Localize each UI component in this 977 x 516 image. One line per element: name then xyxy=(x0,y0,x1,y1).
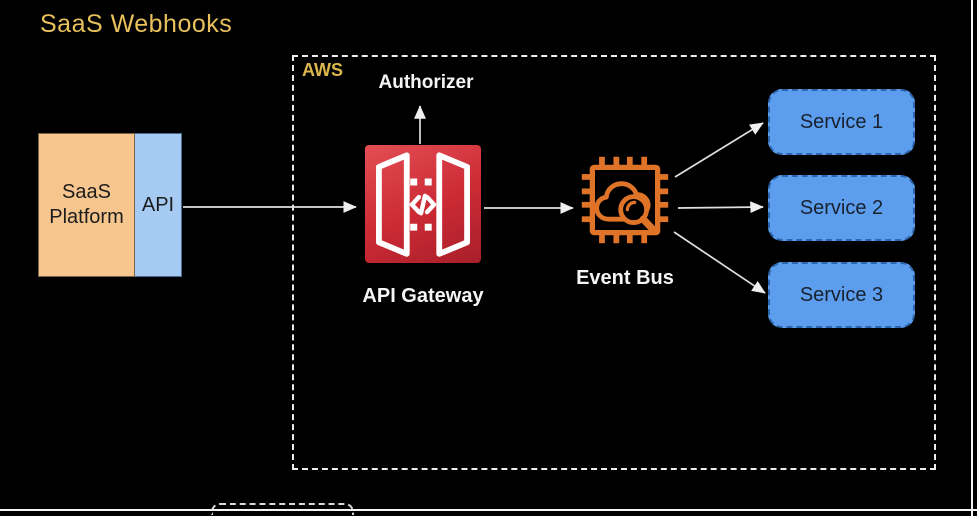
service-2-node: Service 2 xyxy=(768,175,915,241)
saas-platform-node: SaaS Platform xyxy=(38,133,135,277)
frame-right-line xyxy=(971,0,973,516)
service-2-label: Service 2 xyxy=(799,196,884,219)
service-3-label: Service 3 xyxy=(799,283,884,306)
service-3-node: Service 3 xyxy=(768,262,915,328)
event-bus-icon xyxy=(577,152,673,248)
frame-bottom-line xyxy=(0,509,977,511)
api-gateway-label: API Gateway xyxy=(362,285,484,307)
service-1-node: Service 1 xyxy=(768,89,915,155)
event-bus-glyph xyxy=(581,156,669,244)
api-gateway-glyph xyxy=(376,152,470,257)
authorizer-label: Authorizer xyxy=(378,72,474,93)
aws-group-box xyxy=(292,55,936,470)
diagram-title: SaaS Webhooks xyxy=(40,10,233,38)
saas-platform-label: SaaS Platform xyxy=(49,181,124,228)
aws-group-label: AWS xyxy=(302,60,344,80)
api-node: API xyxy=(135,133,182,277)
api-gateway-icon xyxy=(365,145,481,263)
api-label: API xyxy=(141,193,175,216)
service-1-label: Service 1 xyxy=(799,110,884,133)
event-bus-label: Event Bus xyxy=(576,267,674,289)
